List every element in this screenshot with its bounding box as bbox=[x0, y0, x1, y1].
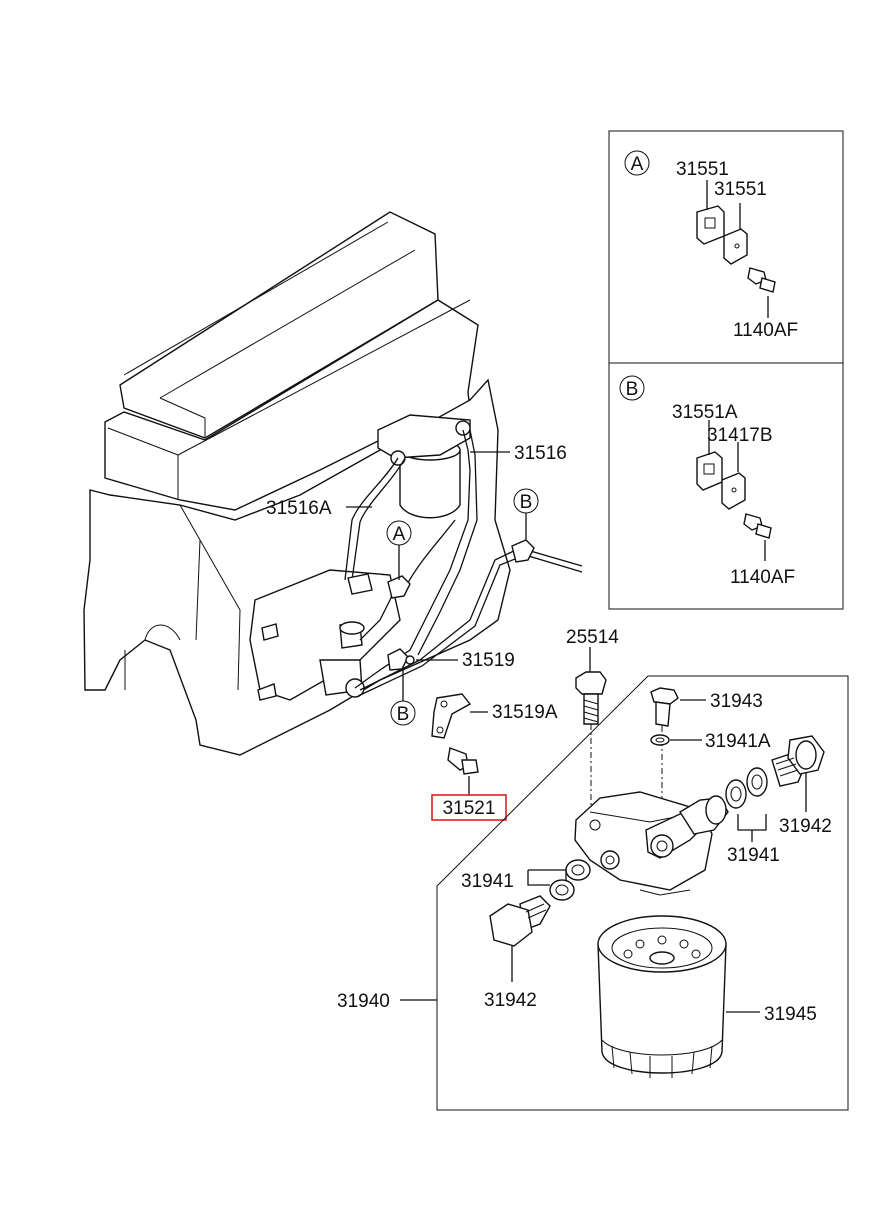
label-1140af-b: 1140AF bbox=[730, 567, 795, 588]
label-31945: 31945 bbox=[764, 1004, 817, 1025]
label-31941-left: 31941 bbox=[461, 871, 514, 892]
label-31519a: 31519A bbox=[492, 702, 558, 723]
bolt-31521 bbox=[447, 747, 479, 795]
label-1140af-a: 1140AF bbox=[733, 320, 798, 341]
filter-assembly-panel bbox=[400, 675, 849, 1111]
engine-block-illustration bbox=[83, 211, 583, 756]
callout-b-main-bottom: B bbox=[397, 704, 410, 725]
callout-a-main: A bbox=[393, 524, 406, 545]
label-31940: 31940 bbox=[337, 991, 390, 1012]
label-31942-right: 31942 bbox=[779, 816, 832, 837]
bracket-31519a bbox=[431, 693, 488, 739]
bolt-25514 bbox=[575, 647, 607, 820]
inset-panel-b: B bbox=[608, 362, 844, 610]
callout-b-main-top: B bbox=[520, 492, 533, 513]
engine-callouts bbox=[386, 488, 539, 726]
label-31516a: 31516A bbox=[266, 498, 332, 519]
label-31516: 31516 bbox=[514, 443, 567, 464]
label-31417b: 31417B bbox=[707, 425, 773, 446]
label-31551-a2: 31551 bbox=[714, 179, 767, 200]
label-31519: 31519 bbox=[462, 650, 515, 671]
highlight-box-31521 bbox=[431, 794, 507, 821]
label-31943: 31943 bbox=[710, 691, 763, 712]
callout-b-inset: B bbox=[626, 379, 639, 400]
label-31942-left: 31942 bbox=[484, 990, 537, 1011]
label-31521: 31521 bbox=[443, 798, 496, 819]
label-31551a: 31551A bbox=[672, 402, 738, 423]
label-31941-right: 31941 bbox=[727, 845, 780, 866]
callout-a-inset: A bbox=[631, 154, 644, 175]
label-31551-a1: 31551 bbox=[676, 159, 729, 180]
label-31941a: 31941A bbox=[705, 731, 771, 752]
inset-panel-a: A bbox=[608, 130, 844, 364]
label-25514: 25514 bbox=[566, 627, 619, 648]
